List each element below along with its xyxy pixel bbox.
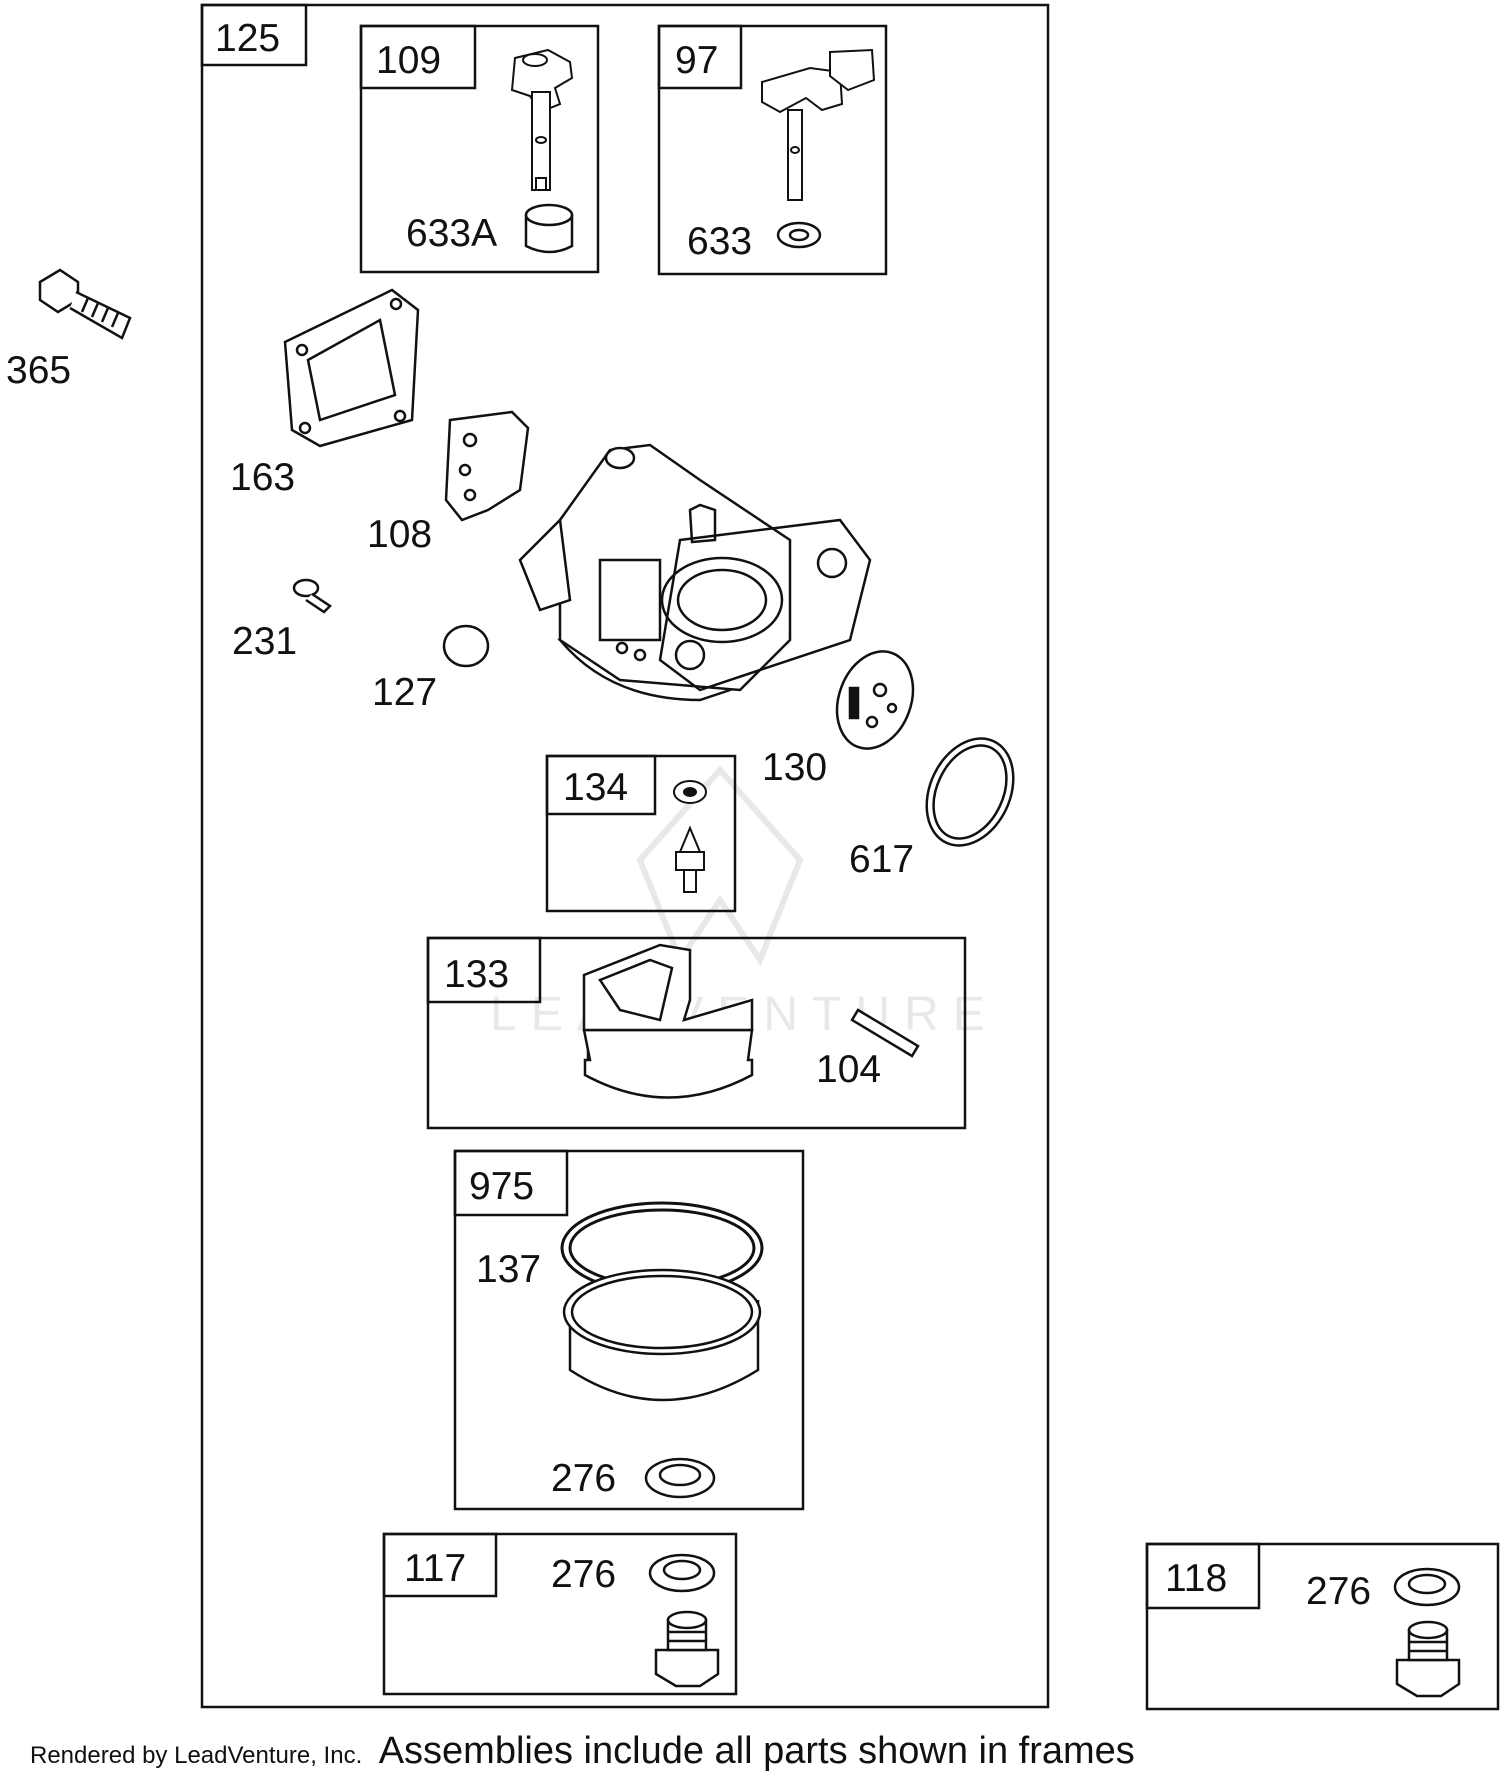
plug-127-part	[442, 624, 490, 668]
callout-163: 163	[230, 456, 295, 499]
frame-109-label: 109	[376, 39, 441, 82]
bushing-633a-part	[524, 203, 574, 254]
frame-97-label: 97	[675, 39, 718, 82]
screw-231-part	[292, 578, 332, 614]
frame-975-label: 975	[469, 1165, 534, 1208]
frame-109-label-box	[359, 24, 477, 90]
frame-125-label: 125	[215, 17, 280, 60]
callout-633a: 633A	[406, 212, 497, 255]
frame-125-label-box	[200, 3, 308, 67]
callout-276-117: 276	[551, 1553, 616, 1596]
frame-118	[1145, 1542, 1500, 1711]
callout-231: 231	[232, 620, 297, 663]
throttle-shaft-part	[510, 48, 574, 191]
float-133-part	[582, 943, 754, 1099]
footer-rendered-by: Rendered by LeadVenture, Inc.	[30, 1742, 363, 1769]
frame-133	[426, 936, 967, 1130]
callout-365: 365	[6, 349, 71, 392]
frame-134-label: 134	[563, 766, 628, 809]
float-bowl-part	[562, 1268, 762, 1402]
gasket-163-part	[283, 288, 420, 448]
frame-125	[200, 3, 1050, 1709]
frame-117-label-box	[382, 1532, 498, 1598]
pin-104-part	[850, 1008, 920, 1058]
callout-130: 130	[762, 746, 827, 789]
frame-133-label: 133	[444, 953, 509, 996]
footer: Rendered by LeadVenture, Inc. Assemblies…	[30, 1730, 1135, 1773]
footer-note: Assemblies include all parts shown in fr…	[378, 1730, 1135, 1772]
callout-276-975: 276	[551, 1457, 616, 1500]
washer-276-118-part	[1393, 1567, 1461, 1607]
frame-97	[657, 24, 888, 276]
frame-133-label-box	[426, 936, 542, 1004]
frame-975-label-box	[453, 1149, 569, 1217]
frame-134-label-box	[545, 754, 657, 816]
frame-975	[453, 1149, 805, 1511]
choke-shaft-part	[761, 48, 876, 201]
watermark: LEADVENTURE	[490, 765, 985, 1041]
carburetor-body-part	[518, 443, 872, 702]
plate-130-part	[835, 650, 915, 750]
frame-118-label-box	[1145, 1542, 1261, 1610]
callout-104: 104	[816, 1048, 881, 1091]
callout-276-118: 276	[1306, 1570, 1371, 1613]
washer-276-117-part	[648, 1553, 716, 1593]
bowl-nut-118-part	[1395, 1620, 1461, 1698]
washer-276-bowl-part	[644, 1457, 716, 1499]
bolt-365-part	[38, 268, 132, 340]
frame-117-label: 117	[404, 1547, 466, 1590]
needle-seat-part	[673, 780, 707, 893]
callout-633: 633	[687, 220, 752, 263]
callout-137: 137	[476, 1248, 541, 1291]
frame-97-label-box	[657, 24, 743, 90]
callout-127: 127	[372, 671, 437, 714]
callout-617: 617	[849, 838, 914, 881]
bowl-nut-117-part	[654, 1610, 720, 1688]
oring-617-part	[925, 737, 1015, 847]
frame-118-label: 118	[1165, 1557, 1227, 1600]
gasket-108-part	[444, 410, 530, 522]
callout-108: 108	[367, 513, 432, 556]
seal-633-part	[776, 221, 822, 249]
frame-109	[359, 24, 600, 274]
frame-117	[382, 1532, 738, 1696]
